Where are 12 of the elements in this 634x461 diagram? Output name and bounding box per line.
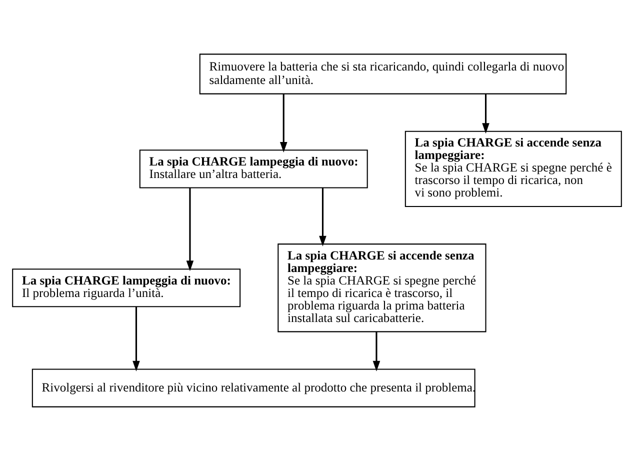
node-box: Rivolgersi al rivenditore più vicino relativamente al prodotto che presenta il problema. [32,368,476,408]
arrow [372,332,380,372]
arrow [280,94,288,152]
arrow [132,306,140,372]
node-box: Rimuovere la batteria che si sta ricaricando, quindi collegarla di nuovo saldamente all’unità. [199,54,567,94]
arrow [319,188,326,246]
arrow [482,94,490,134]
node-box: La spia CHARGE lampeggia di nuovo: Il problema riguarda l’unità. [12,268,241,308]
node-box: La spia CHARGE si accende senza lampeggiare: Se la spia CHARGE si spegne perché il tempo di ricarica è trascorso, il problema riguarda la prima batteria installata sul caricabatterie. [278,244,486,332]
node-box: La spia CHARGE lampeggia di nuovo: Installare un’altra batteria. [139,150,368,188]
node-box: La spia CHARGE si accende senza lampeggiare: Se la spia CHARGE si spegne perché è trascorso il tempo di ricarica, non vi sono problemi. [404,130,622,208]
arrow [186,188,194,272]
